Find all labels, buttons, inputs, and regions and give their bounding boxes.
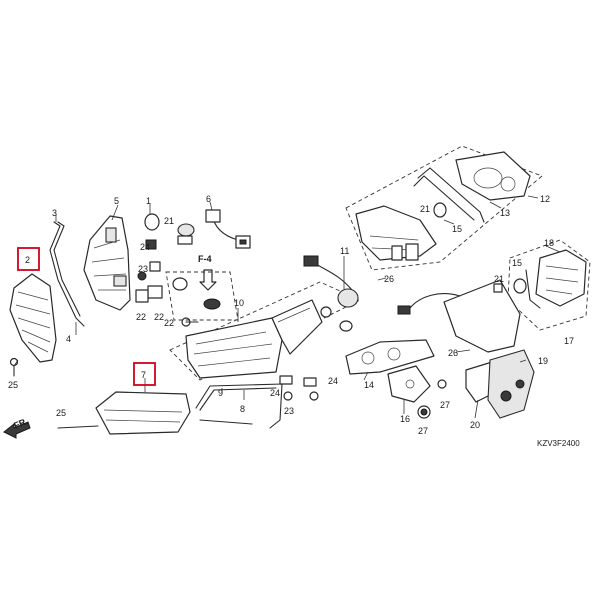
section-ref-label: F-4 xyxy=(198,254,212,264)
callout-20: 20 xyxy=(470,420,480,430)
callout-21-c: 21 xyxy=(494,274,504,284)
callout-1: 1 xyxy=(146,196,151,206)
callout-19: 19 xyxy=(538,356,548,366)
callout-23-b: 23 xyxy=(284,406,294,416)
callout-27-a: 27 xyxy=(440,400,450,410)
clip-cluster-center xyxy=(279,375,319,401)
callout-18: 18 xyxy=(544,238,554,248)
callout-21-a: 21 xyxy=(164,216,174,226)
callout-24-c: 24 xyxy=(328,376,338,386)
wire-harness-11 xyxy=(303,255,359,332)
bracket-rod-part xyxy=(49,221,85,327)
headlight-housing-part xyxy=(83,215,131,311)
callout-17: 17 xyxy=(564,336,574,346)
section-ref-f4: F-4 xyxy=(165,254,239,321)
headlight-lens-part xyxy=(169,281,362,381)
callout-26-a: 26 xyxy=(384,274,394,284)
callout-22-c: 22 xyxy=(164,318,174,328)
clip-cluster-left xyxy=(135,239,199,327)
callout-24-a: 24 xyxy=(140,242,150,252)
callout-6: 6 xyxy=(206,194,211,204)
front-arrow-icon: FR. xyxy=(3,416,31,439)
callout-10: 10 xyxy=(234,298,244,308)
callout-4: 4 xyxy=(66,334,71,344)
callout-9: 9 xyxy=(218,388,223,398)
callout-3: 3 xyxy=(52,208,57,218)
lower-lens-part xyxy=(57,391,191,435)
callout-27-b: 27 xyxy=(418,426,428,436)
turn-lamp-body xyxy=(397,279,521,353)
tail-light-upper xyxy=(345,145,543,271)
callout-22-b: 22 xyxy=(154,312,164,322)
screw-25-left xyxy=(9,357,19,377)
callout-5: 5 xyxy=(114,196,119,206)
callout-12: 12 xyxy=(540,194,550,204)
diagram-code: KZV3F2400 xyxy=(537,439,580,448)
callout-15-b: 15 xyxy=(512,258,522,268)
callout-labels: 3 2 4 25 5 1 6 21 24 23 22 22 22 10 7 25… xyxy=(8,194,580,448)
side-lamp-17 xyxy=(507,239,591,331)
callout-25-b: 25 xyxy=(56,408,66,418)
side-cover-part xyxy=(9,273,57,363)
callout-25-left: 25 xyxy=(8,380,18,390)
callout-2: 2 xyxy=(25,255,30,265)
callout-11: 11 xyxy=(340,246,349,256)
callout-14: 14 xyxy=(364,380,374,390)
callout-24-b: 24 xyxy=(270,388,280,398)
callout-8: 8 xyxy=(240,404,245,414)
highlight-box-7 xyxy=(133,362,156,386)
callout-21-b: 21 xyxy=(420,204,430,214)
callout-13: 13 xyxy=(500,208,510,218)
lower-tail-parts xyxy=(345,339,535,419)
bulb-socket-1 xyxy=(144,213,195,245)
callout-26-b: 26 xyxy=(448,348,458,358)
callout-22-a: 22 xyxy=(136,312,146,322)
highlight-box-2 xyxy=(17,247,40,271)
callout-16: 16 xyxy=(400,414,410,424)
callout-23-a: 23 xyxy=(138,264,148,274)
callout-7: 7 xyxy=(141,370,146,380)
callout-15-a: 15 xyxy=(452,224,462,234)
connector-6 xyxy=(205,209,251,249)
